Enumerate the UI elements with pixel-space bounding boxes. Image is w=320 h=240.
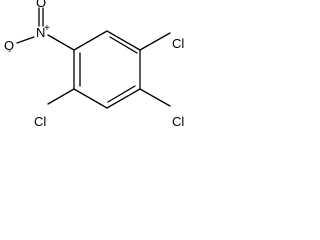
bond-c-cl-bottom-left — [47, 88, 75, 105]
bond-c-cl-bottom-right — [139, 88, 171, 107]
atom-n-charge: + — [44, 23, 50, 34]
bond-ring-bottom-left — [73, 88, 108, 109]
bond-c-cl-top-right — [139, 32, 171, 51]
atom-o-left-charge: - — [8, 46, 11, 57]
atom-cl-bottom-right: Cl — [172, 114, 184, 129]
atom-cl-top-right: Cl — [172, 36, 184, 51]
bond-ring-top-left — [73, 30, 108, 51]
molecule-structure: N + O O - Cl Cl Cl — [4, 0, 184, 129]
bond-ring-top-inner — [109, 36, 138, 54]
atom-cl-bottom-left: Cl — [34, 114, 46, 129]
bond-ring-top — [106, 30, 141, 51]
bond-ring-bottom-right — [106, 88, 141, 109]
atom-n: N — [36, 25, 45, 40]
bond-n-o-left — [16, 36, 35, 44]
atom-o-top: O — [36, 0, 46, 10]
ring-bonds — [73, 30, 141, 109]
bond-ring-bottom-right-inner — [107, 85, 136, 103]
bond-c-n — [47, 34, 75, 51]
substituent-bonds — [16, 7, 171, 107]
atom-o-left: O — [4, 38, 14, 53]
